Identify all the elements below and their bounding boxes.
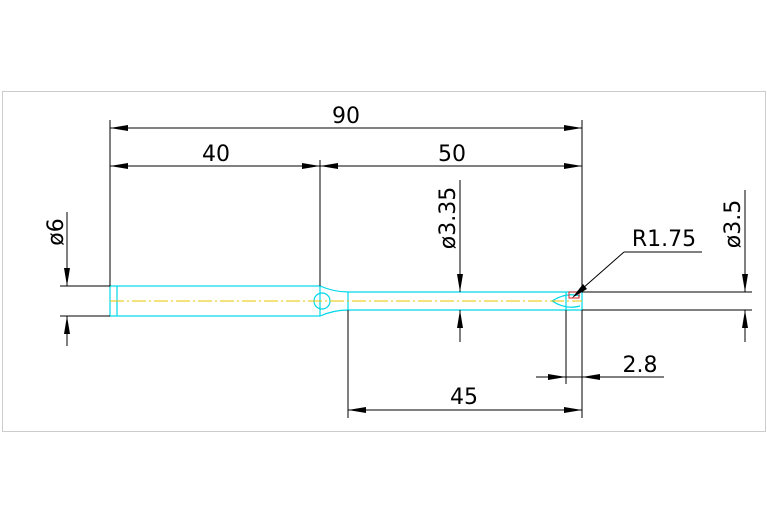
dim-r175-arrow: [572, 284, 587, 298]
dim-d6-arrow-bottom: [64, 316, 70, 334]
dim-45-text: 45: [450, 385, 478, 410]
dim-40-arrow-right: [302, 163, 320, 169]
dim-50-arrow-right: [564, 163, 582, 169]
dim-40-text: 40: [202, 142, 230, 167]
tip-profile: [551, 292, 581, 310]
dim-r175-text: R1.75: [632, 227, 696, 252]
dim-d35-arrow-top: [742, 274, 748, 292]
dim-50-arrow-left: [320, 163, 338, 169]
dim-45-arrow-left: [348, 407, 366, 413]
dim-d6-arrow-top: [64, 268, 70, 286]
dim-90-arrow-right: [564, 125, 582, 131]
tip-mark: [568, 291, 580, 299]
dim-90-text: 90: [332, 104, 360, 129]
dim-40-arrow-left: [110, 163, 128, 169]
dim-d335-text: ø3.35: [436, 187, 461, 249]
dim-90-arrow-left: [110, 125, 128, 131]
dim-50-text: 50: [438, 142, 466, 167]
dim-d335-arrow-bottom: [457, 310, 463, 328]
dim-2-8-arrow-right: [582, 374, 600, 380]
dim-d335-arrow-top: [457, 274, 463, 292]
frame-border: [2, 91, 766, 432]
dimension-texts: 90 40 50 45 2.8 R1.75 ø6 ø3.35 ø3.5: [44, 104, 746, 410]
dim-d35-arrow-bottom: [742, 310, 748, 328]
dim-45-arrow-right: [564, 407, 582, 413]
dim-2-8-text: 2.8: [623, 353, 658, 378]
dim-d6-text: ø6: [44, 218, 69, 245]
dimension-lines: [60, 120, 752, 418]
dim-2-8-arrow-left: [548, 374, 566, 380]
dim-d35-text: ø3.5: [721, 200, 746, 248]
